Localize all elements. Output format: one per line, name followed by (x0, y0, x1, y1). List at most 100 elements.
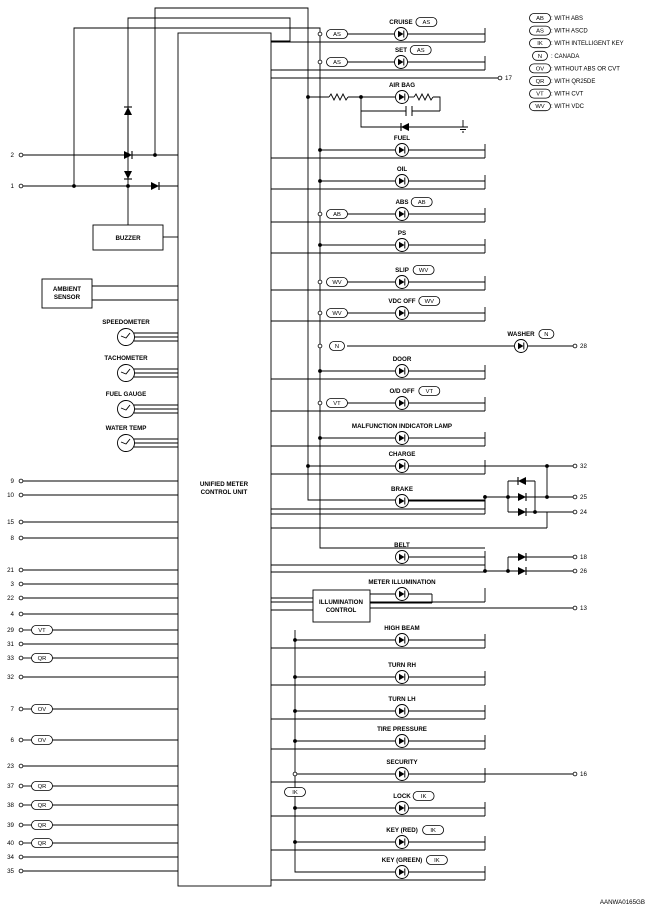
pin-option-tag-text: OV (38, 738, 47, 744)
legend-text: : WITH ABS (551, 16, 583, 22)
wire-option-tag (326, 57, 348, 67)
junction-dot (318, 243, 322, 247)
connector-pin-label: 40 (7, 840, 14, 847)
led-triangle-icon (399, 868, 405, 876)
terminal (18, 674, 24, 680)
lamp-tag-text: WV (419, 268, 428, 274)
lamp-tag-text: IK (421, 794, 427, 800)
lamp-tag (422, 825, 445, 835)
gauge-label: SPEEDOMETER (102, 319, 150, 326)
illumination-control-box (312, 589, 371, 623)
connector-pin-label: 21 (7, 567, 14, 574)
led-triangle-icon (399, 434, 405, 442)
lamp-label: SET (395, 47, 407, 54)
illum-label-line2: CONTROL (326, 607, 357, 614)
terminal (317, 400, 323, 406)
connector-pin-label: 38 (7, 802, 14, 809)
wire (154, 7, 485, 501)
connector-pin-label: 6 (11, 737, 15, 744)
led-triangle-icon (399, 673, 405, 681)
junction-dot (126, 184, 130, 188)
lamp-label: TIRE PRESSURE (377, 726, 427, 733)
led-triangle-icon (399, 93, 405, 101)
wire (127, 17, 291, 225)
led-triangle-icon (398, 30, 404, 38)
junction-dot (483, 495, 487, 499)
gauge-needle-icon (120, 438, 131, 445)
lamp-tag (418, 386, 441, 396)
diode-icon (124, 107, 132, 115)
connector-pin-label: 17 (505, 75, 512, 82)
connector-pin-label: 2 (11, 152, 15, 159)
wire (73, 27, 485, 549)
connector-pin-label: 28 (580, 343, 587, 350)
legend-text: : WITHOUT ABS OR CVT (551, 66, 620, 72)
connector-pin-label: 8 (11, 535, 15, 542)
junction-dot (293, 806, 297, 810)
buzzer-label: BUZZER (115, 235, 141, 242)
wire-option-tag-text: AB (333, 212, 341, 218)
led-triangle-icon (518, 342, 524, 350)
legend-tag (529, 76, 551, 86)
gauge-meter-icon (117, 328, 135, 346)
terminal (18, 567, 24, 573)
connector-pin-label: 15 (7, 519, 14, 526)
junction-dot (293, 709, 297, 713)
pin-option-tag (31, 625, 53, 635)
gauge-label: WATER TEMP (106, 425, 147, 432)
legend-tag (529, 88, 551, 99)
terminal (18, 641, 24, 647)
pin-option-tag (31, 820, 53, 830)
gauge-needle-icon (120, 404, 131, 411)
legend-tag-text: VT (536, 92, 544, 98)
junction-dot (359, 95, 363, 99)
terminal (18, 854, 24, 860)
lamp-tag-text: VT (426, 389, 434, 395)
led-triangle-icon (399, 278, 405, 286)
unit-label-line2: CONTROL UNIT (201, 489, 248, 496)
figure-code: AANWA0165GB (600, 899, 645, 906)
terminal (18, 152, 24, 158)
junction-dot (533, 510, 537, 514)
connector-pin-label: 16 (580, 771, 587, 778)
legend-text: : WITH QR25DE (551, 79, 595, 85)
wire-option-tag (326, 308, 348, 318)
pin-option-tag-text: QR (38, 823, 47, 829)
gauge-meter-icon (117, 364, 135, 382)
lamp-label: TURN RH (388, 662, 416, 669)
diode-icon (518, 493, 526, 501)
lamp-label: LOCK (393, 793, 411, 800)
legend-text: : WITH VDC (551, 104, 585, 110)
diode-icon (124, 171, 132, 179)
connector-pin-label: 32 (7, 674, 14, 681)
legend-tag (529, 101, 551, 112)
led-triangle-icon (399, 309, 405, 317)
connector-pin-label: 29 (7, 627, 14, 634)
pin-option-tag-text: VT (38, 628, 46, 634)
terminal (18, 737, 24, 743)
components (18, 13, 578, 887)
lamp-tag-text: AS (423, 20, 431, 26)
junction-dot (72, 184, 76, 188)
legend-tag (529, 63, 551, 74)
pin-option-tag (31, 838, 53, 848)
ik-group-tag (284, 787, 306, 797)
connector-pin-label: 7 (11, 706, 15, 713)
terminal (18, 706, 24, 712)
led-triangle-icon (399, 770, 405, 778)
connector-pin-label: 9 (11, 478, 15, 485)
led-triangle-icon (398, 58, 404, 66)
connector-pin-label: 34 (7, 854, 14, 861)
lamp-tag (412, 791, 435, 801)
lamp-label: AIR BAG (389, 82, 415, 89)
gauge-label: FUEL GAUGE (106, 391, 146, 398)
legend-text: : WITH CVT (551, 92, 584, 98)
terminal (18, 840, 24, 846)
led-triangle-icon (399, 636, 405, 644)
terminal (317, 31, 323, 37)
ik-group-tag-text: IK (292, 790, 298, 796)
wire-option-tag-text: VT (333, 401, 341, 407)
gauge-meter-icon (117, 400, 135, 418)
terminal (18, 492, 24, 498)
